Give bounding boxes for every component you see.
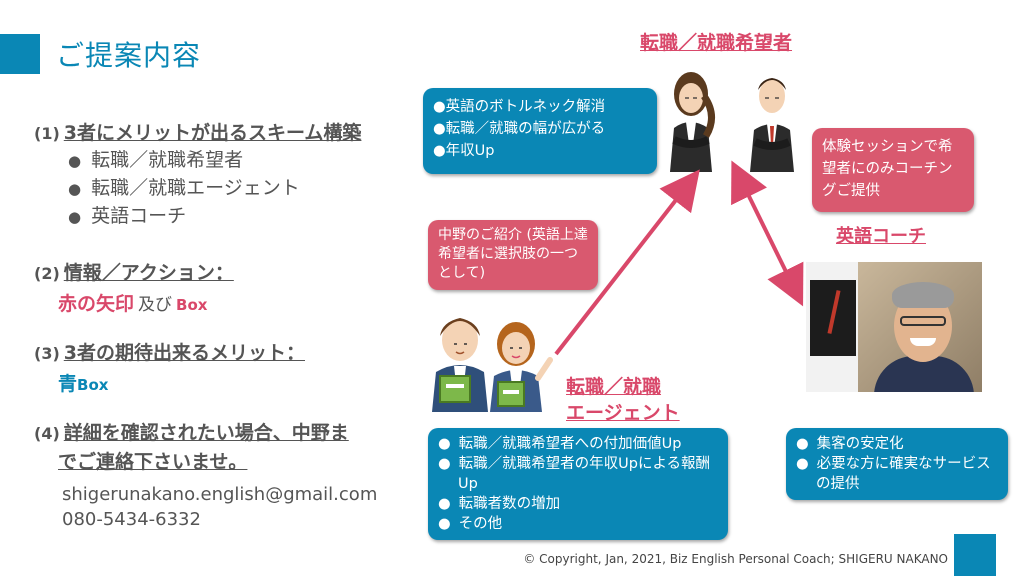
job-seekers-illustration: [670, 72, 794, 172]
coach-benefits-box: ●集客の安定化 ●必要な方に確実なサービスの提供: [786, 428, 1008, 500]
list-item: ●集客の安定化: [796, 436, 904, 452]
corner-accent: [954, 534, 996, 576]
email-link[interactable]: shigerunakano.english@gmail.com: [62, 484, 378, 505]
list-item: ●転職／就職エージェント: [68, 177, 300, 199]
agents-illustration: [432, 318, 553, 412]
section-1: (1)3者にメリットが出るスキーム構築 ●転職／就職希望者 ●転職／就職エージェ…: [34, 118, 361, 231]
female-agent-icon: [490, 322, 553, 412]
list-item: ●年収Up: [433, 143, 495, 159]
agent-benefits-box: ●転職／就職希望者への付加価値Up ●転職／就職希望者の年収Upによる報酬Up …: [428, 428, 728, 540]
agent-to-seeker-arrow: [554, 169, 700, 356]
seeker-coach-arrow: [731, 160, 804, 307]
section-2-heading: (2)情報／アクション：: [34, 262, 234, 284]
list-item: ●転職／就職希望者への付加価値Up: [438, 436, 682, 452]
list-item: ●転職／就職希望者の年収Upによる報酬Up: [438, 456, 711, 492]
male-agent-icon: [432, 318, 488, 412]
title-accent-bar: [0, 34, 40, 74]
section-3-detail: 青Box: [58, 373, 109, 395]
female-job-seeker-icon: [670, 72, 715, 172]
job-seeker-benefits-box: ●英語のボトルネック解消 ●転職／就職の幅が広がる ●年収Up: [423, 88, 657, 174]
hair-shape: [892, 282, 954, 308]
glasses-icon: [900, 316, 946, 326]
list-item: ●英語コーチ: [68, 205, 187, 227]
list-item: ●転職者数の増加: [438, 496, 561, 512]
list-item: ●その他: [438, 516, 503, 532]
list-item: ●必要な方に確実なサービスの提供: [796, 456, 991, 492]
section-4-heading: (4)詳細を確認されたい場合、中野ま: [34, 422, 349, 444]
smile-shape: [910, 338, 936, 346]
list-item: ●英語のボトルネック解消: [433, 99, 606, 115]
list-item: ●転職／就職希望者: [68, 149, 244, 171]
agent-intro-box: 中野のご紹介 (英語上達希望者に選択肢の一つとして): [428, 220, 598, 290]
list-item: ●転職／就職の幅が広がる: [433, 121, 606, 137]
coach-offer-box: 体験セッションで希望者にのみコーチングご提供: [812, 128, 974, 212]
section-1-list: ●転職／就職希望者 ●転職／就職エージェント ●英語コーチ: [68, 147, 361, 231]
male-job-seeker-icon: [750, 78, 794, 172]
section-4-heading-line2: でご連絡下さいませ。: [58, 451, 248, 473]
page-title: ご提案内容: [56, 39, 202, 72]
agent-label: 転職／就職 エージェント: [566, 376, 680, 424]
job-seeker-label: 転職／就職希望者: [640, 32, 793, 54]
copyright-footer: © Copyright, Jan, 2021, Biz English Pers…: [523, 552, 948, 566]
section-3: (3)3者の期待出来るメリット： 青Box: [34, 338, 305, 396]
section-4: (4)詳細を確認されたい場合、中野ま でご連絡下さいませ。 shigerunak…: [34, 418, 377, 530]
section-1-heading: (1)3者にメリットが出るスキーム構築: [34, 122, 362, 144]
section-1-number: (1): [34, 124, 60, 143]
coach-label: 英語コーチ: [836, 226, 926, 247]
section-3-heading: (3)3者の期待出来るメリット：: [34, 342, 305, 364]
phone-number: 080-5434-6332: [62, 509, 201, 530]
coach-photo: [806, 262, 982, 392]
